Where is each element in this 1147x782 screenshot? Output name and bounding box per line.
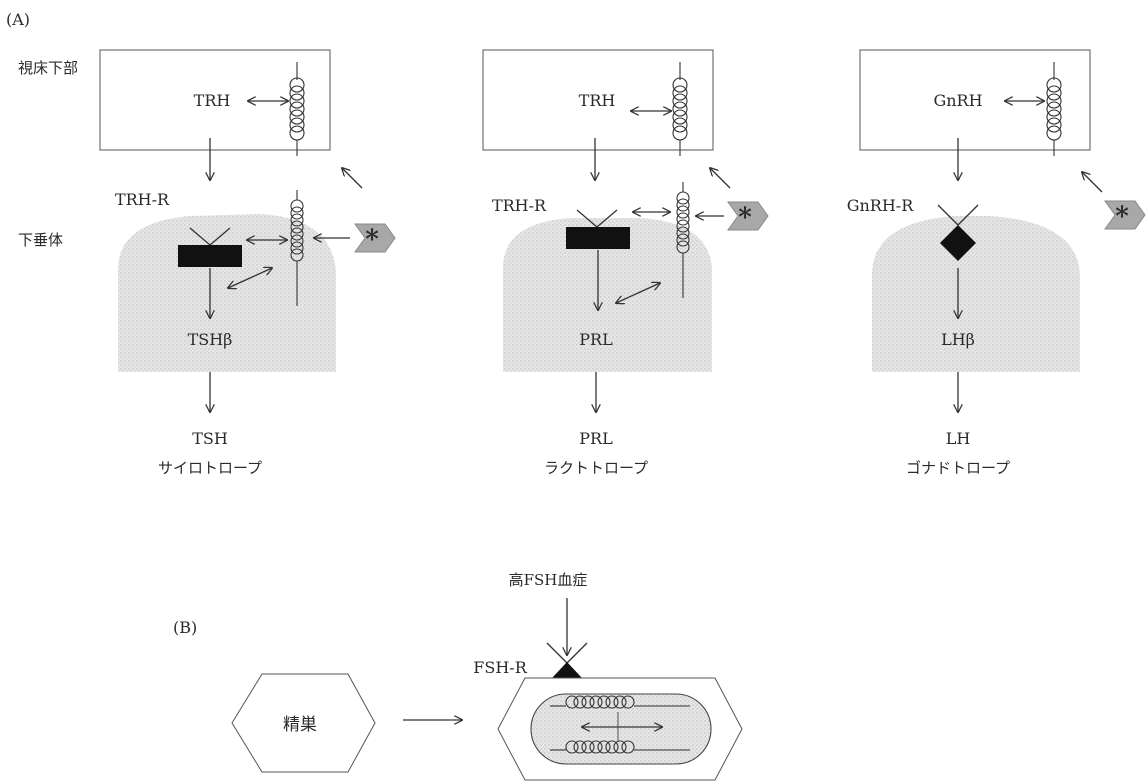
hormone-top-2: TRH — [579, 91, 616, 110]
sertoli-cell-capsule — [531, 694, 711, 764]
pituitary-cell-3 — [872, 216, 1080, 372]
hormone-label-1: TSH — [192, 429, 228, 448]
receptor-label-3: GnRH-R — [847, 196, 914, 215]
arrow-diag-2 — [710, 168, 730, 188]
subunit-label-2: PRL — [579, 330, 613, 349]
arrow-diag-3 — [1082, 172, 1102, 192]
receptor-label-2: TRH-R — [492, 196, 547, 215]
panel-b-label: (B) — [173, 618, 197, 637]
asterisk-1: * — [365, 225, 379, 255]
panel-b: 高FSH血症 FSH-R 精巣 — [232, 571, 742, 780]
hormone-top-3: GnRH — [933, 91, 982, 110]
organ-label: 精巣 — [283, 715, 317, 735]
fsh-receptor-v-left — [547, 643, 567, 663]
pituitary-label: 下垂体 — [18, 231, 63, 249]
lactotrope-panel: TRH TRH-R * PRL PRL ラクトトロープ — [483, 50, 768, 477]
cell-name-2: ラクトトロープ — [544, 459, 648, 477]
cell-name-1: サイロトロープ — [158, 459, 262, 477]
receptor-bar-1 — [178, 245, 242, 267]
asterisk-2: * — [738, 203, 752, 233]
asterisk-3: * — [1115, 202, 1129, 232]
fsh-receptor-label: FSH-R — [473, 658, 527, 677]
receptor-label-1: TRH-R — [115, 190, 170, 209]
cell-name-3: ゴナドトロープ — [906, 459, 1010, 477]
gonadotrope-panel: GnRH GnRH-R * LHβ LH ゴナドトロープ — [847, 50, 1145, 477]
hypothalamus-label: 視床下部 — [18, 59, 78, 77]
fsh-receptor-v-right — [567, 643, 587, 663]
hormone-label-3: LH — [946, 429, 971, 448]
arrow-diag-1 — [342, 168, 362, 188]
receptor-bar-2 — [566, 227, 630, 249]
subunit-label-3: LHβ — [941, 330, 975, 349]
subunit-label-1: TSHβ — [188, 330, 233, 349]
fsh-receptor-triangle — [552, 662, 582, 678]
hormone-label-2: PRL — [579, 429, 613, 448]
hormone-top-1: TRH — [194, 91, 231, 110]
panel-a-label: (A) — [6, 10, 30, 29]
condition-label: 高FSH血症 — [509, 571, 588, 589]
thyrotrope-panel: TRH TRH-R * TSHβ TSH サイロトロープ — [100, 50, 395, 477]
